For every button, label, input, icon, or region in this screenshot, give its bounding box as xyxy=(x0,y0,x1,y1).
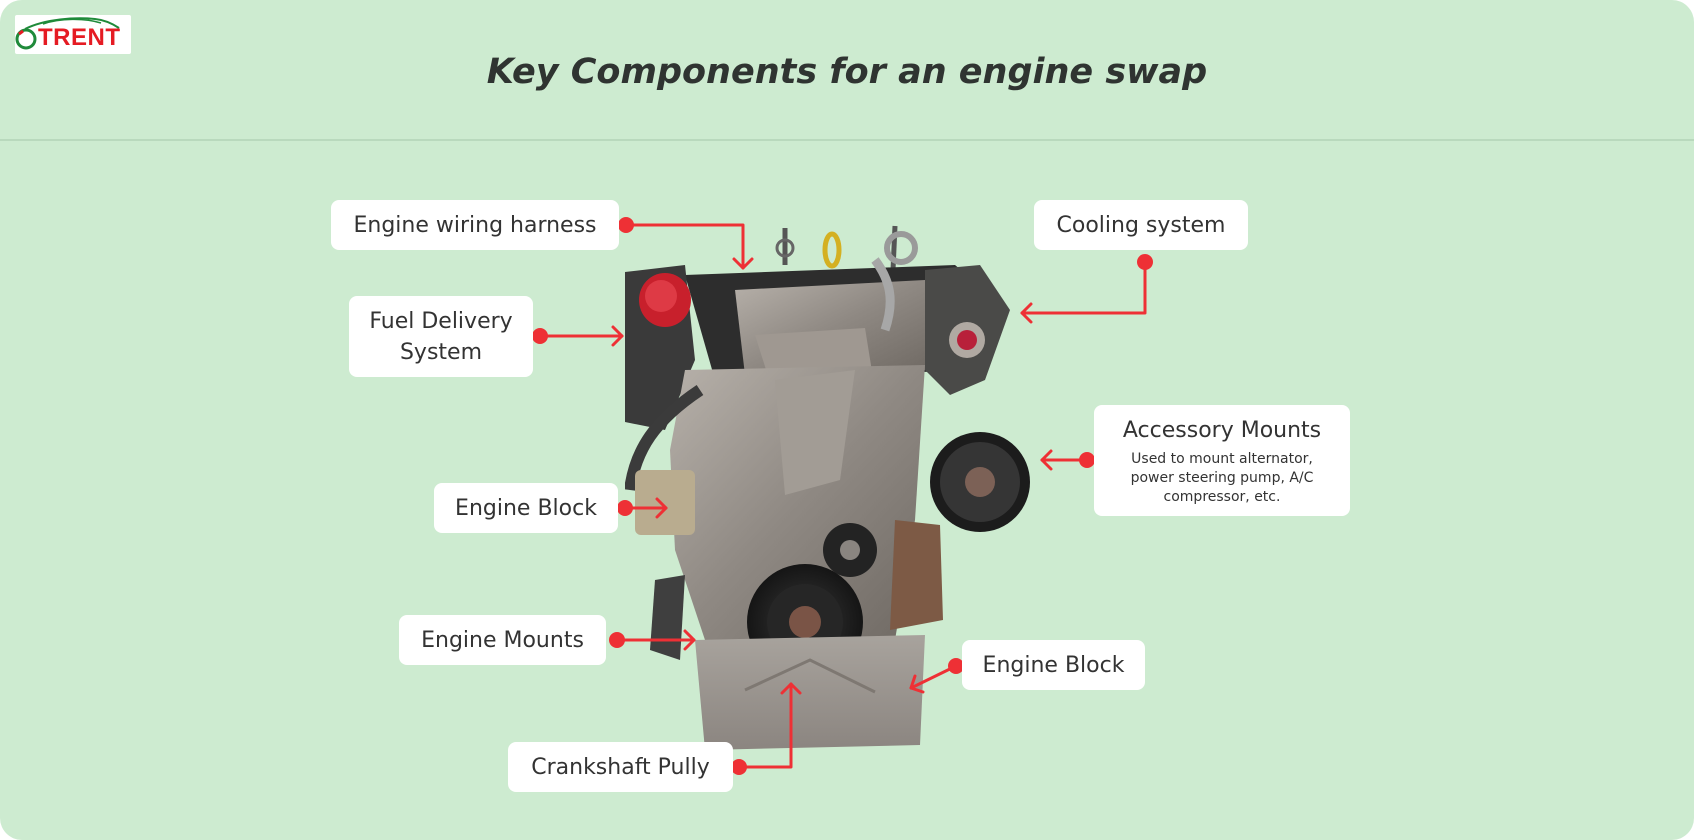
label-text: Crankshaft Pully xyxy=(531,754,710,780)
wiring-connector-line xyxy=(624,223,745,270)
label-text: Engine Mounts xyxy=(421,627,584,653)
cooling-connector-line xyxy=(1020,260,1147,315)
car-outline-logo-icon xyxy=(15,17,120,50)
block-right-connector-line xyxy=(909,664,958,690)
label-crankshaft-pully: Crankshaft Pully xyxy=(508,742,733,792)
logo-wordmark: TRENT xyxy=(38,24,121,51)
accessory-dot xyxy=(1079,452,1095,468)
trent-logo[interactable]: TRENT xyxy=(15,15,131,54)
label-text: Accessory Mounts xyxy=(1122,417,1322,443)
mounts-dot xyxy=(609,632,625,648)
block-left-dot xyxy=(617,500,633,516)
label-engine-mounts: Engine Mounts xyxy=(399,615,606,665)
crankshaft-dot xyxy=(731,759,747,775)
label-description: Used to mount alternator, power steering… xyxy=(1130,450,1314,505)
label-text: Fuel Delivery System xyxy=(369,308,513,365)
label-engine-block-right: Engine Block xyxy=(962,640,1145,690)
engine-photo xyxy=(625,225,1030,750)
header-divider xyxy=(0,139,1694,141)
cooling-dot xyxy=(1137,254,1153,270)
label-engine-block-left: Engine Block xyxy=(434,483,618,533)
label-accessory-mounts: Accessory Mounts Used to mount alternato… xyxy=(1094,405,1350,516)
label-fuel-delivery-system: Fuel Delivery System xyxy=(349,296,533,377)
fuel-dot xyxy=(532,328,548,344)
label-engine-wiring-harness: Engine wiring harness xyxy=(331,200,619,250)
crankshaft-connector-line xyxy=(737,682,793,769)
label-text: Engine Block xyxy=(982,652,1125,678)
block-right-dot xyxy=(948,658,964,674)
page-title: Key Components for an engine swap xyxy=(486,52,1208,92)
label-cooling-system: Cooling system xyxy=(1034,200,1248,250)
label-text: Engine wiring harness xyxy=(353,212,597,238)
label-text: Cooling system xyxy=(1056,212,1226,238)
label-text: Engine Block xyxy=(455,495,597,521)
wiring-dot xyxy=(618,217,634,233)
